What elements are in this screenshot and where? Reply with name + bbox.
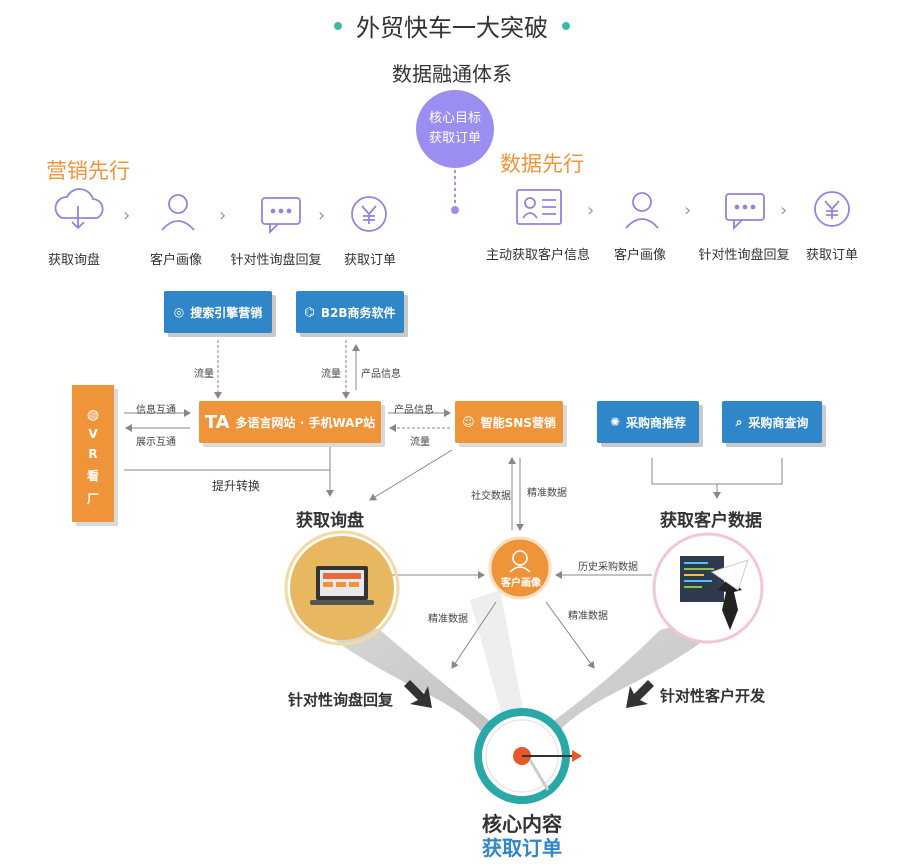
label-product-info-2: 产品信息 xyxy=(394,405,434,416)
marketing-title: 营销先行 xyxy=(46,159,130,183)
atom-icon: ✺ xyxy=(609,415,621,429)
label-get-customer-data: 获取客户数据 xyxy=(660,511,762,531)
chevron-right-icon: › xyxy=(780,200,788,221)
vr-headset-icon: ◍ xyxy=(86,407,100,423)
vr-char-1: V xyxy=(88,427,98,441)
goal-line1: 核心目标 xyxy=(428,111,481,126)
dark-arrow-left xyxy=(404,680,432,708)
buyer-query-label: 采购商查询 xyxy=(748,415,809,430)
label-precise-data-3: 精准数据 xyxy=(568,611,608,622)
vr-char-3: 看 xyxy=(86,469,99,483)
dark-arrow-right xyxy=(626,680,654,708)
smile-icon: ☺ xyxy=(462,415,475,429)
buyer-recommend-box: ✺ 采购商推荐 xyxy=(597,401,699,443)
chat-icon-left xyxy=(261,197,301,225)
data-step-3: 针对性询盘回复 xyxy=(698,248,790,263)
network-icon: ⌬ xyxy=(304,305,315,319)
data-step-1: 主动获取客户信息 xyxy=(485,248,590,263)
arrow-portrait-down-left xyxy=(451,601,497,669)
label-targeted-dev: 针对性客户开发 xyxy=(660,687,766,705)
funnel-center xyxy=(470,590,530,745)
buyer-recommend-label: 采购商推荐 xyxy=(626,415,687,430)
label-history-purchase: 历史采购数据 xyxy=(578,562,638,573)
label-get-inquiry: 获取询盘 xyxy=(296,511,364,531)
label-improve-conversion: 提升转换 xyxy=(212,479,261,493)
goal-dot xyxy=(451,206,459,214)
arrow-sns-to-inquiry xyxy=(369,449,453,501)
marketing-step-4: 获取订单 xyxy=(343,253,396,268)
marketing-step-2: 客户画像 xyxy=(149,253,202,268)
chat-icon-right xyxy=(725,193,765,221)
user-icon-left xyxy=(168,194,188,214)
search-marketing-box: ◎ 搜索引擎营销 xyxy=(164,291,272,333)
sns-box: ☺ 智能SNS营销 xyxy=(455,401,563,443)
core-get-order-label: 获取订单 xyxy=(482,836,562,860)
yen-icon-left xyxy=(351,196,387,232)
chevron-right-icon: › xyxy=(318,205,326,226)
id-card-icon xyxy=(516,189,562,225)
vr-char-4: 厂 xyxy=(86,492,99,506)
title-text: 外贸快车一大突破 xyxy=(356,14,548,42)
buyer-bracket xyxy=(651,458,783,485)
goal-circle: 核心目标 获取订单 xyxy=(416,90,494,168)
sns-label: 智能SNS营销 xyxy=(480,415,556,430)
label-flow-2: 流量 xyxy=(321,369,341,380)
vr-char-2: R xyxy=(88,447,98,461)
label-targeted-reply: 针对性询盘回复 xyxy=(288,691,394,709)
marketing-step-1: 获取询盘 xyxy=(47,253,100,268)
page-title: 外贸快车一大突破 xyxy=(0,8,904,43)
label-flow-1: 流量 xyxy=(194,369,214,380)
data-first-title: 数据先行 xyxy=(500,152,584,176)
website-box: TA 多语言网站 · 手机WAP站 xyxy=(199,401,381,443)
chevron-right-icon: › xyxy=(684,200,692,221)
funnel-right xyxy=(520,610,740,745)
label-info-exchange: 信息互通 xyxy=(136,405,176,416)
page-subtitle: 数据融通体系 xyxy=(392,62,512,86)
search-marketing-label: 搜索引擎营销 xyxy=(190,305,263,320)
chevron-right-icon: › xyxy=(219,205,227,226)
search-icon: ⌕ xyxy=(735,414,743,429)
buyer-query-box: ⌕ 采购商查询 xyxy=(722,401,822,443)
portrait-circle xyxy=(488,536,552,600)
user-icon-right xyxy=(632,192,652,212)
b2b-software-box: ⌬ B2B商务软件 xyxy=(296,291,404,333)
cloud-download-icon xyxy=(54,188,104,219)
yen-icon-right xyxy=(814,191,850,227)
core-content-label: 核心内容 xyxy=(482,812,562,836)
ta-logo-icon: TA xyxy=(204,411,230,433)
label-precise-data-2: 精准数据 xyxy=(428,614,468,625)
label-social-data: 社交数据 xyxy=(471,491,511,502)
title-dot-left xyxy=(334,22,342,30)
label-precise-data-1: 精准数据 xyxy=(527,488,567,499)
title-dot-right xyxy=(562,22,570,30)
vr-factory-bar: ◍ V R 看 厂 xyxy=(72,385,114,522)
b2b-software-label: B2B商务软件 xyxy=(320,305,396,320)
target-icon: ◎ xyxy=(173,305,185,319)
website-label: 多语言网站 · 手机WAP站 xyxy=(235,415,376,430)
data-step-2: 客户画像 xyxy=(613,248,666,263)
chevron-right-icon: › xyxy=(123,205,131,226)
chevron-right-icon: › xyxy=(587,200,595,221)
goal-line2: 获取订单 xyxy=(428,131,481,146)
data-step-4: 获取订单 xyxy=(805,248,858,263)
label-display-exchange: 展示互通 xyxy=(136,437,176,448)
label-flow-3: 流量 xyxy=(410,437,430,448)
marketing-step-3: 针对性询盘回复 xyxy=(230,253,322,268)
label-product-info-1: 产品信息 xyxy=(361,369,401,380)
label-customer-portrait: 客户画像 xyxy=(501,578,541,589)
arrow-portrait-down-right xyxy=(545,601,595,669)
